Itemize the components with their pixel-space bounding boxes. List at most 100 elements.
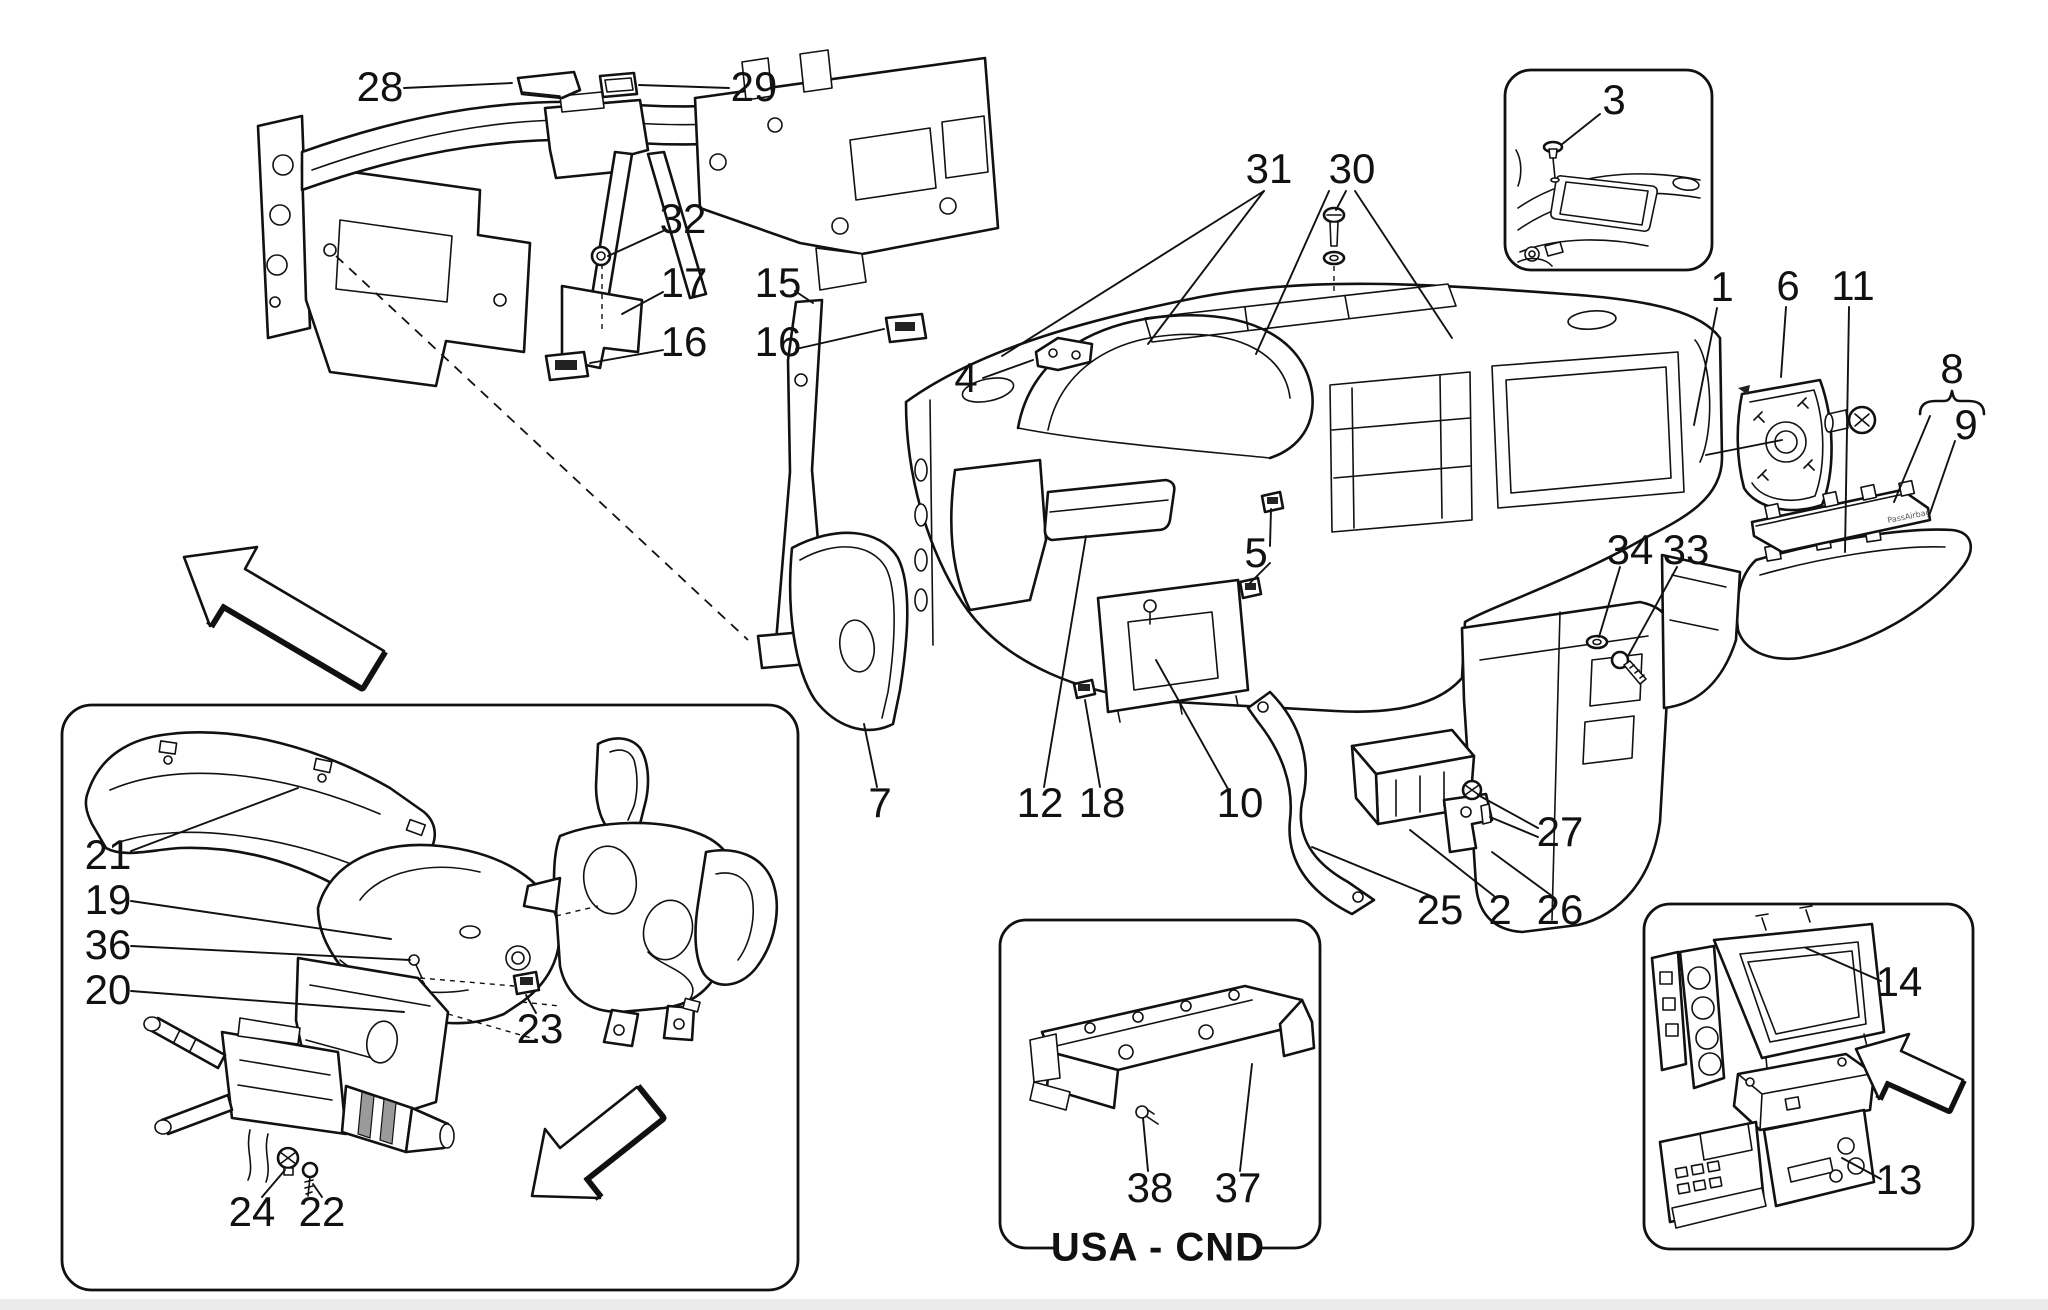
part-callout-3: 3 [1602, 76, 1625, 123]
dashboard-body-drawing: PassAirbag [788, 206, 1973, 934]
leader-line-31 [1001, 190, 1265, 357]
leader-line-34 [1598, 566, 1621, 638]
leader-line-24 [261, 1169, 286, 1198]
part-callout-25: 25 [1417, 886, 1464, 933]
leader-line-32 [607, 230, 664, 257]
leader-line-17 [621, 291, 664, 315]
leader-line-20 [130, 990, 405, 1013]
brace-8-9 [1918, 389, 1986, 416]
leader-line-11 [1844, 306, 1850, 553]
part-callout-31: 31 [1246, 145, 1293, 192]
dash-top-detail-drawing [1515, 140, 1701, 267]
leader-line-8 [1893, 415, 1931, 503]
leader-line-31 [1147, 190, 1265, 345]
part-callout-26: 26 [1537, 886, 1584, 933]
leader-line-27 [1477, 794, 1539, 829]
part-callout-38: 38 [1127, 1164, 1174, 1211]
center-stack-box [1642, 902, 1975, 1251]
part-callout-11: 11 [1831, 262, 1875, 309]
part-callout-6: 6 [1776, 262, 1799, 309]
leader-line-23 [525, 994, 537, 1014]
part-callout-34: 34 [1607, 526, 1654, 573]
leader-line-4 [982, 359, 1034, 379]
leader-line-18 [1084, 699, 1101, 788]
leader-line-10 [1155, 659, 1229, 790]
part-callout-4: 4 [954, 354, 977, 401]
part-callout-24: 24 [229, 1188, 276, 1235]
part-callout-10: 10 [1217, 779, 1264, 826]
leader-line-33 [1627, 566, 1678, 657]
leader-line-38 [1142, 1117, 1149, 1172]
leader-line-13 [1841, 1157, 1882, 1180]
leader-line-16a [589, 349, 664, 364]
region-label: USA - CND [1051, 1226, 1265, 1270]
leader-line-30 [1354, 190, 1453, 339]
region-label-mask [1054, 1232, 1262, 1266]
direction-arrow-center-stack-box [1854, 1032, 1967, 1114]
center-stack-drawing [1650, 905, 1886, 1229]
leader-line-7 [863, 723, 878, 788]
page-edge [0, 1299, 2048, 1310]
leader-line-5 [1269, 508, 1272, 547]
part-callout-16b: 16 [755, 318, 802, 365]
part-callout-21: 21 [85, 831, 132, 878]
direction-arrow-upper-left [182, 545, 388, 692]
part-callout-1: 1 [1710, 263, 1733, 310]
part-callout-27: 27 [1537, 808, 1584, 855]
leader-line-1 [1693, 307, 1718, 426]
part-callout-15: 15 [755, 259, 802, 306]
leader-line-9 [1928, 440, 1956, 517]
part-callout-7: 7 [868, 779, 891, 826]
part-callout-37: 37 [1215, 1164, 1262, 1211]
part-callout-23: 23 [517, 1005, 564, 1052]
part-callout-13: 13 [1876, 1156, 1923, 1203]
part-callout-22: 22 [299, 1188, 346, 1235]
leader-line-25 [1311, 846, 1432, 897]
part-callout-33: 33 [1663, 526, 1710, 573]
part-callout-8: 8 [1940, 345, 1963, 392]
part-callout-17: 17 [661, 259, 708, 306]
leader-line-19 [130, 900, 392, 940]
leader-line-30 [1255, 190, 1330, 355]
crossbeam-assembly-drawing [256, 49, 1000, 670]
leader-line-2 [1409, 829, 1495, 897]
leader-line-15 [794, 290, 814, 304]
dash-top-screw-detail-box [1503, 68, 1714, 272]
part-callout-32: 32 [660, 195, 707, 242]
leader-line-5 [1249, 562, 1271, 584]
part-callout-14: 14 [1876, 958, 1923, 1005]
leader-line-3 [1560, 113, 1601, 146]
leader-line-29 [638, 84, 730, 89]
part-callout-5: 5 [1244, 529, 1267, 576]
part-callout-2: 2 [1488, 886, 1511, 933]
leader-line-36 [130, 945, 411, 961]
part-callout-9: 9 [1954, 401, 1977, 448]
leader-line-27 [1489, 816, 1539, 838]
steering-column-drawing [84, 731, 779, 1197]
leader-line-16b [795, 328, 885, 350]
leader-line-14 [1805, 947, 1882, 982]
leader-line-22 [312, 1183, 323, 1198]
leader-line-12 [1043, 535, 1087, 788]
leader-line-6 [1780, 306, 1787, 378]
part-callout-18: 18 [1079, 779, 1126, 826]
leader-line-37 [1239, 1063, 1253, 1172]
usa-cnd-bracket-drawing [1029, 984, 1316, 1125]
part-callout-16a: 16 [661, 318, 708, 365]
part-callout-19: 19 [85, 876, 132, 923]
leader-line-21 [130, 787, 299, 852]
leader-line-28 [403, 82, 513, 89]
leader-line-30 [1335, 190, 1347, 211]
part-callout-36: 36 [85, 921, 132, 968]
leader-line-26 [1491, 851, 1553, 897]
part-callout-20: 20 [85, 966, 132, 1013]
part-callout-30: 30 [1329, 145, 1376, 192]
part-callout-12: 12 [1017, 779, 1064, 826]
part-callout-29: 29 [731, 63, 778, 110]
direction-arrow-steering-box [530, 1084, 667, 1201]
part-callout-28: 28 [357, 63, 404, 110]
leader-line-6 [1705, 439, 1783, 456]
